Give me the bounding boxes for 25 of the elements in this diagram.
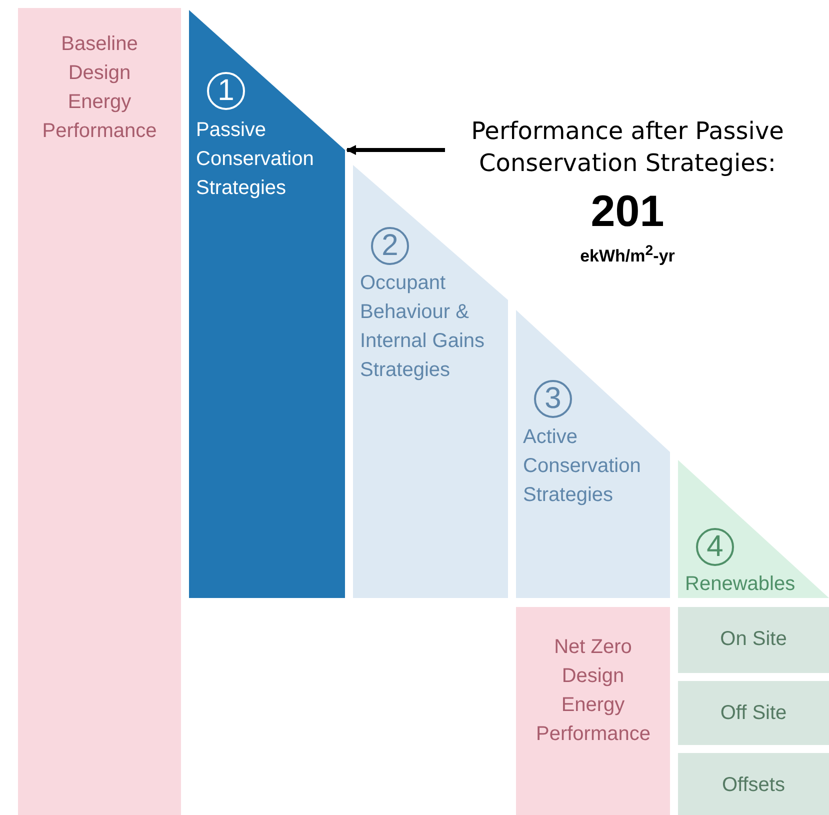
category-label: Offsets xyxy=(721,773,786,798)
category-panel xyxy=(678,681,829,745)
step-number: 3 xyxy=(534,380,572,418)
step-label: Passive Conservation Strategies xyxy=(196,118,315,201)
step-panel xyxy=(189,10,345,598)
value-label: 201 xyxy=(590,186,666,238)
step-panel xyxy=(516,310,670,598)
arrow xyxy=(346,145,445,155)
step-number: 4 xyxy=(696,528,734,566)
step-number: 2 xyxy=(371,227,409,265)
unit-label: ekWh/m$^{2}$-yr xyxy=(579,242,676,268)
step-label: Occupant Behaviour & Internal Gains Strategies xyxy=(360,271,486,383)
step-label: Renewables xyxy=(685,572,796,597)
step-label: Active Conservation Strategies xyxy=(523,425,642,508)
category-label: Baseline Design Energy Performance xyxy=(41,32,158,144)
annotation-text: Performance after Passive Conservation Strategies: xyxy=(470,116,785,179)
category-label: Net Zero Design Energy Performance xyxy=(536,635,650,747)
category-panel xyxy=(678,753,829,815)
category-label: On Site xyxy=(719,627,788,652)
step-panel xyxy=(678,460,829,598)
category-label: Off Site xyxy=(719,701,788,726)
category-panel xyxy=(516,607,670,815)
category-panel xyxy=(18,8,181,815)
category-panel xyxy=(678,607,829,673)
step-number: 1 xyxy=(207,72,245,110)
